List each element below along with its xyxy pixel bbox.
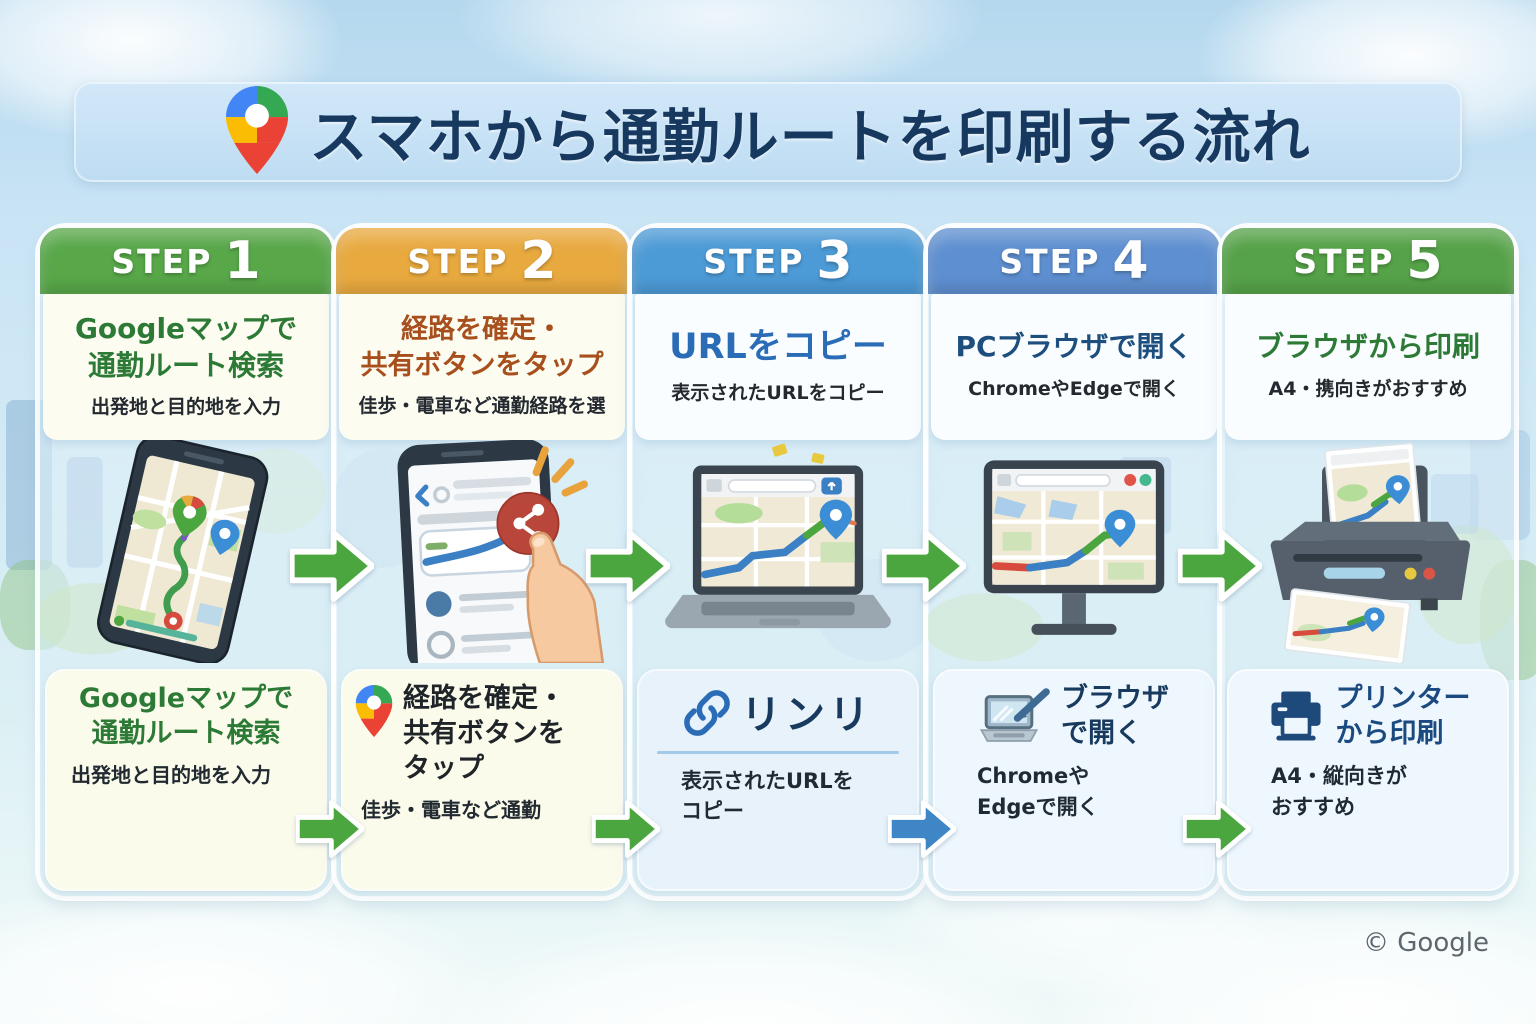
heading-line: タップ (403, 753, 484, 785)
step-label: STEP (407, 241, 509, 281)
step-column-1: STEP 1 Googleマップで 通勤ルート検索 出発地と目的地を入力 (40, 228, 332, 896)
heading-line: 共有ボタンを (403, 718, 565, 750)
heading-line: PCブラウザで開く (955, 330, 1193, 364)
bottom-box-5-heading: プリンター から印刷 (1336, 681, 1471, 751)
heading-line: ブラウザ (1061, 683, 1169, 714)
step-column-3: STEP 3 URLをコピー 表示されたURLをコピー (632, 228, 924, 896)
phone-share-tap-illustration (336, 440, 628, 663)
flow-arrow-step4-to-step5 (1178, 528, 1262, 604)
flow-arrow-step2-to-step3 (586, 528, 670, 604)
laptop-map-illustration (632, 440, 924, 663)
step-3-card: URLをコピー 表示されたURLをコピー (635, 294, 921, 440)
smartphone-map-illustration (40, 440, 332, 663)
step-number: 4 (1112, 231, 1149, 291)
bottom-box-1-heading: Googleマップで 通勤ルート検索 (59, 681, 313, 751)
step-number: 1 (224, 231, 261, 291)
heading-line: から印刷 (1335, 718, 1444, 750)
copyright-text: © Google (1363, 928, 1489, 958)
step-label: STEP (703, 241, 805, 281)
step-4-subtext: ChromeやEdgeで開く (968, 377, 1180, 400)
heading-line: Googleマップで (74, 312, 298, 346)
step-3-subtext: 表示されたURLをコピー (671, 382, 885, 405)
heading-line: プリンター (1335, 683, 1471, 714)
step-1-heading: Googleマップで 通勤ルート検索 (75, 311, 297, 384)
google-maps-pin-icon (355, 685, 393, 741)
flow-arrow-box1-to-box2 (296, 798, 364, 860)
step-5-subtext: A4・携向きがおすすめ (1268, 377, 1468, 400)
step-5-tab: STEP 5 (1222, 228, 1514, 294)
subtext-line: コピー (681, 799, 744, 824)
step-1-tab: STEP 1 (40, 228, 332, 294)
flow-arrow-box2-to-box3 (592, 798, 660, 860)
step-label: STEP (111, 241, 213, 281)
divider (657, 751, 899, 754)
printer-icon (1266, 689, 1326, 747)
step-5-card: ブラウザから印刷 A4・携向きがおすすめ (1225, 294, 1511, 440)
step-2-tab: STEP 2 (336, 228, 628, 294)
step-column-2: STEP 2 経路を確定・ 共有ボタンをタップ 佳歩・電車など通勤経路を選 (336, 228, 628, 896)
bottom-box-2: 経路を確定・ 共有ボタンを タップ 佳歩・電車など通勤 (341, 669, 623, 891)
page-title: スマホから通勤ルートを印刷する流れ (309, 103, 1311, 171)
step-2-heading: 経路を確定・ 共有ボタンをタップ (361, 312, 604, 382)
flow-arrow-box3-to-box4 (888, 798, 956, 860)
subtext-line: Chromeや (977, 764, 1090, 789)
subtext-line: 出発地と目的地を入力 (71, 763, 271, 788)
heading-line: Googleマップで (78, 683, 294, 714)
flow-arrow-box4-to-box5 (1183, 798, 1251, 860)
subtext-line: 佳歩・電車など通勤 (361, 798, 541, 823)
heading-line: 通勤ルート検索 (91, 718, 281, 750)
step-2-card: 経路を確定・ 共有ボタンをタップ 佳歩・電車など通勤経路を選 (339, 294, 625, 440)
printer-map-illustration (1222, 440, 1514, 663)
bottom-box-4-heading: ブラウザ で開く (1061, 681, 1169, 751)
step-3-tab: STEP 3 (632, 228, 924, 294)
bottom-box-4: ブラウザ で開く Chromeや Edgeで開く (933, 669, 1215, 891)
bottom-box-3-heading: リンリ (741, 689, 873, 741)
laptop-cursor-icon (979, 687, 1051, 751)
desktop-map-illustration (928, 440, 1220, 663)
step-label: STEP (1293, 241, 1395, 281)
bottom-box-2-heading: 経路を確定・ 共有ボタンを タップ (403, 681, 565, 786)
step-5-heading: ブラウザから印刷 (1256, 329, 1480, 365)
heading-line: 通勤ルート検索 (87, 348, 284, 382)
subtext-line: Edgeで開く (977, 794, 1099, 819)
subtext-line: A4・縦向きが (1271, 764, 1407, 789)
step-column-4: STEP 4 PCブラウザで開く ChromeやEdgeで開く (928, 228, 1220, 896)
subtext-line: 表示されたURLを (681, 769, 854, 793)
flow-arrow-step1-to-step2 (290, 528, 374, 604)
step-2-subtext: 佳歩・電車など通勤経路を選 (358, 394, 606, 417)
heading-line: 経路を確定・ (401, 314, 563, 346)
step-column-5: STEP 5 ブラウザから印刷 A4・携向きがおすすめ (1222, 228, 1514, 896)
bottom-box-3: リンリ 表示されたURLを コピー (637, 669, 919, 891)
cloud-decor (0, 880, 500, 1024)
step-4-tab: STEP 4 (928, 228, 1220, 294)
step-1-card: Googleマップで 通勤ルート検索 出発地と目的地を入力 (43, 294, 329, 440)
heading-line: ブラウザから印刷 (1255, 330, 1480, 364)
step-number: 3 (816, 231, 853, 291)
title-banner: スマホから通勤ルートを印刷する流れ (74, 82, 1462, 182)
step-4-heading: PCブラウザで開く (955, 329, 1192, 365)
step-number: 2 (520, 231, 557, 291)
google-maps-pin-icon (225, 86, 289, 178)
heading-line: 共有ボタンをタップ (360, 349, 604, 381)
subtext-line: おすすめ (1271, 794, 1355, 819)
bottom-box-5: プリンター から印刷 A4・縦向きが おすすめ (1227, 669, 1509, 891)
step-label: STEP (999, 241, 1101, 281)
heading-line: リンリ (741, 692, 873, 738)
step-3-heading: URLをコピー (669, 325, 887, 371)
heading-line: 経路を確定・ (403, 683, 565, 714)
link-icon (683, 689, 731, 741)
cloud-decor (420, 920, 1060, 1024)
bottom-box-1: Googleマップで 通勤ルート検索 出発地と目的地を入力 (45, 669, 327, 891)
step-1-subtext: 出発地と目的地を入力 (90, 395, 281, 418)
heading-line: URLをコピー (669, 326, 887, 367)
flow-arrow-step3-to-step4 (882, 528, 966, 604)
step-number: 5 (1406, 231, 1443, 291)
step-4-card: PCブラウザで開く ChromeやEdgeで開く (931, 294, 1217, 440)
heading-line: で開く (1061, 718, 1142, 750)
